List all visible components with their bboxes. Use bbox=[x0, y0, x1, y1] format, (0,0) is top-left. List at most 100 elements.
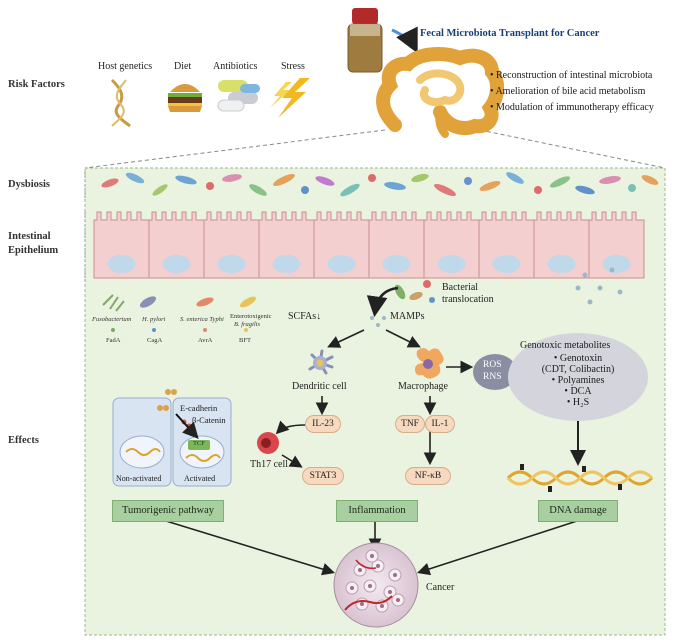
bacterial-translocation-label-2: translocation bbox=[442, 294, 494, 305]
risk-factor-stress: Stress bbox=[281, 61, 305, 72]
fmt-title: Fecal Microbiota Transplant for Cancer bbox=[420, 28, 600, 39]
fecal-transplant-jar-icon bbox=[347, 8, 383, 73]
fmt-bullet: • Amelioration of bile acid metabolism bbox=[490, 86, 646, 97]
cell-nucleus bbox=[492, 255, 521, 273]
il23-pill: IL-23 bbox=[305, 415, 341, 433]
epithelial-cell bbox=[148, 211, 205, 279]
intestinal-epithelium-cells bbox=[93, 211, 645, 279]
pills-icon bbox=[217, 80, 260, 112]
lightning-icon bbox=[270, 78, 310, 118]
epithelium-label-line1: Intestinal bbox=[8, 231, 51, 242]
activated-label: Activated bbox=[184, 474, 216, 483]
tumor-cell-nucleus bbox=[358, 568, 362, 572]
epithelial-cell bbox=[93, 211, 150, 279]
cell-nucleus bbox=[327, 255, 356, 273]
il1-pill: IL-1 bbox=[425, 415, 455, 433]
th17-label: Th17 cell bbox=[250, 459, 289, 470]
inflammation-box: Inflammation bbox=[336, 500, 418, 522]
dendritic-cell-icon bbox=[308, 349, 334, 375]
macrophage-label: Macrophage bbox=[398, 381, 448, 392]
nfkb-pill: NF-κB bbox=[405, 467, 451, 485]
dna-icon bbox=[110, 78, 131, 128]
dna-damage-box: DNA damage bbox=[538, 500, 618, 522]
genotoxic-cloud bbox=[508, 333, 648, 421]
cell-nucleus bbox=[547, 255, 576, 273]
tumor-cell-nucleus bbox=[396, 598, 400, 602]
pathway-arrows bbox=[165, 286, 586, 576]
fmt-bullet: • Reconstruction of intestinal microbiot… bbox=[490, 70, 653, 81]
bcatenin-label: β-Catenin bbox=[192, 415, 226, 425]
cell-nucleus bbox=[272, 255, 301, 273]
scfas-label: SCFAs↓ bbox=[288, 311, 322, 322]
bacterial-translocation-label-1: Bacterial bbox=[442, 282, 479, 293]
toxin-avra: AvrA bbox=[198, 337, 213, 344]
cancer-label: Cancer bbox=[426, 582, 455, 593]
ros-label: ROS bbox=[483, 360, 502, 370]
gut-microbiota-bacteria bbox=[101, 172, 659, 197]
fmt-bullet: • Modulation of immunotherapy efficacy bbox=[490, 102, 654, 113]
effects-panel bbox=[84, 167, 666, 636]
genotoxic-list: • Genotoxin (CDT, Colibactin) • Polyamin… bbox=[528, 353, 628, 408]
tumor-cell-nucleus bbox=[368, 584, 372, 588]
tumor-cell-nucleus bbox=[376, 564, 380, 568]
genotoxic-title: Genotoxic metabolites bbox=[520, 340, 611, 351]
tnf-pill: TNF bbox=[395, 415, 425, 433]
epithelium-label-line2: Epithelium bbox=[8, 245, 59, 256]
tumor-cell-nucleus bbox=[380, 604, 384, 608]
rns-label: RNS bbox=[483, 372, 502, 382]
epithelial-cell bbox=[423, 211, 480, 279]
genotoxic-item: • H₂S bbox=[566, 397, 590, 408]
epithelial-cell bbox=[533, 211, 590, 279]
genotoxic-item: • Genotoxin bbox=[553, 353, 603, 364]
dna-damage-helix-icon bbox=[506, 464, 654, 492]
tumor-cell-nucleus bbox=[393, 573, 397, 577]
stat3-pill: STAT3 bbox=[302, 467, 344, 485]
tcf-label: TCF bbox=[193, 440, 205, 447]
toxin-bft: BFT bbox=[239, 337, 251, 344]
tumor-cell-nucleus bbox=[388, 590, 392, 594]
bacteria-b-fragilis: B. fragilis bbox=[234, 321, 261, 328]
cancer-tumor-icon bbox=[333, 542, 419, 628]
epithelial-cell bbox=[313, 211, 370, 279]
ros-rns-cloud bbox=[473, 354, 517, 390]
cell-nucleus bbox=[107, 255, 136, 273]
bacteria-enterotoxigenic: Enterotoxigenic bbox=[230, 313, 272, 320]
tumor-cell-nucleus bbox=[350, 586, 354, 590]
tumor-cell-nucleus bbox=[360, 602, 364, 606]
dysbiosis-label: Dysbiosis bbox=[8, 179, 51, 190]
ecadherin-label: E-cadherin bbox=[180, 403, 218, 413]
risk-factor-diet: Diet bbox=[174, 61, 192, 72]
pathogenic-bacteria-icons bbox=[102, 294, 256, 332]
cell-nucleus bbox=[602, 255, 631, 273]
toxin-caga: CagA bbox=[147, 337, 163, 344]
burger-icon bbox=[168, 84, 202, 112]
non-activated-label: Non-activated bbox=[116, 474, 162, 483]
toxin-fada: FadA bbox=[106, 337, 121, 344]
cell-nucleus bbox=[217, 255, 246, 273]
epithelial-cell bbox=[368, 211, 425, 279]
genotoxic-item: • DCA bbox=[564, 386, 592, 397]
risk-factor-antibiotics: Antibiotics bbox=[213, 61, 258, 72]
cell-nucleus bbox=[382, 255, 411, 273]
dendritic-cell-label: Dendritic cell bbox=[292, 381, 347, 392]
effects-label: Effects bbox=[8, 435, 39, 446]
macrophage-icon bbox=[415, 348, 444, 379]
bacteria-fusobacterium: Fusobacterium bbox=[92, 316, 132, 323]
epithelial-cell bbox=[203, 211, 260, 279]
tumor-cell-nucleus bbox=[370, 554, 374, 558]
bacteria-h-pylori: H. pylori bbox=[142, 316, 166, 323]
tumorigenic-pathway-box: Tumorigenic pathway bbox=[112, 500, 224, 522]
colon-icon bbox=[376, 47, 504, 138]
cell-nucleus bbox=[162, 255, 191, 273]
epithelial-cell bbox=[258, 211, 315, 279]
mamps-label: MAMPs bbox=[390, 311, 425, 322]
epithelial-cell bbox=[588, 211, 645, 279]
bacteria-s-enterica: S. enterica Typhi bbox=[180, 316, 224, 323]
genotoxic-item: • Polyamines bbox=[551, 375, 605, 386]
genotoxic-item: (CDT, Colibactin) bbox=[541, 364, 615, 375]
risk-factor-host-genetics: Host genetics bbox=[98, 61, 153, 72]
risk-factors-label: Risk Factors bbox=[8, 79, 65, 90]
th17-cell-icon bbox=[257, 432, 279, 454]
